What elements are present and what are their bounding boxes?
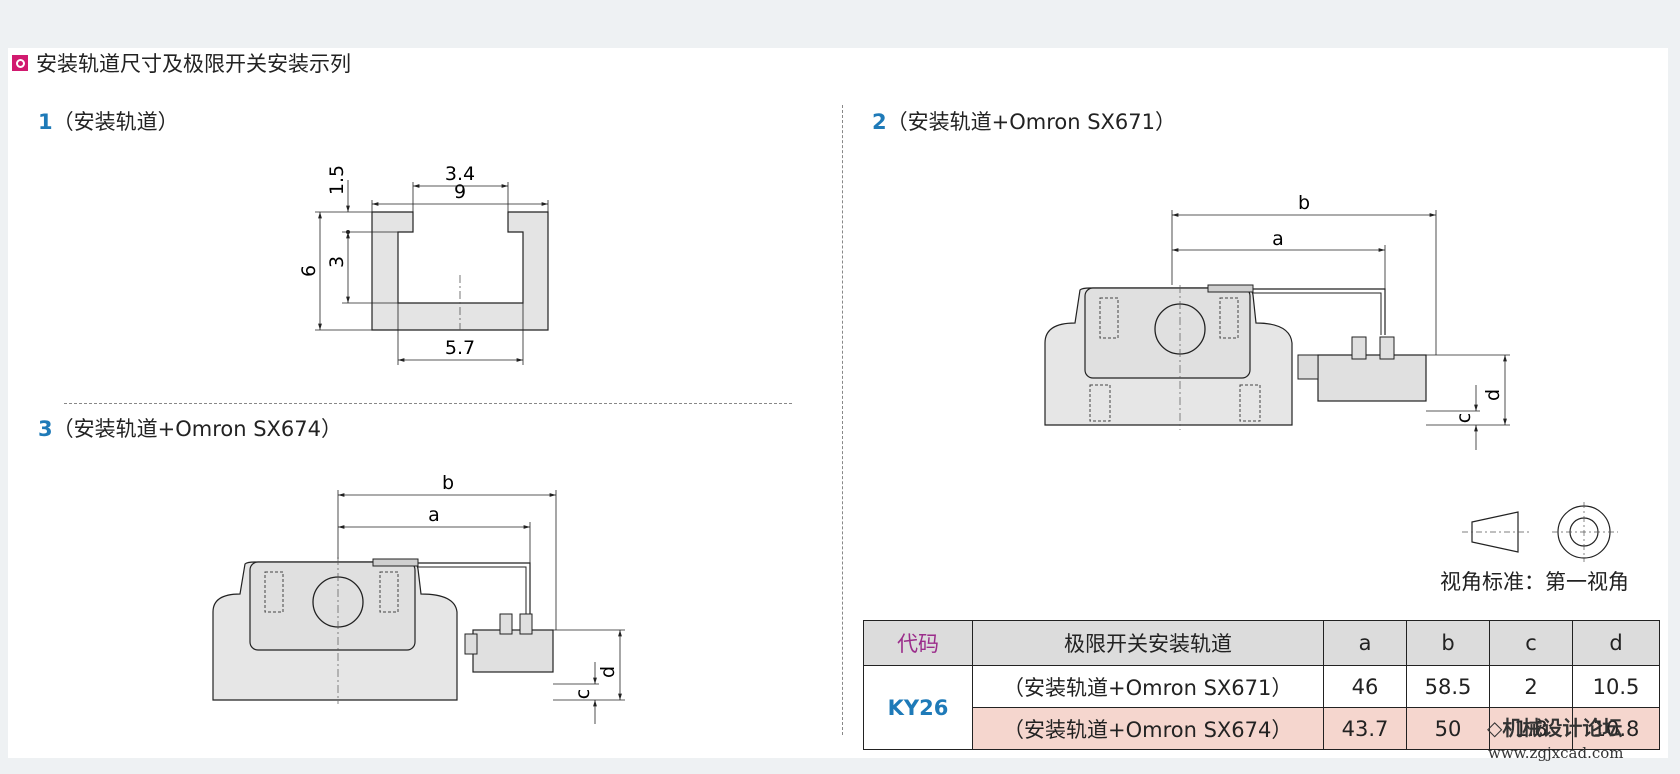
table-cell: 50 xyxy=(1406,707,1490,750)
dim-a: a xyxy=(1272,228,1284,250)
table-cell: 2 xyxy=(1489,665,1573,708)
table-cell: （安装轨道+Omron SX671） xyxy=(972,665,1324,708)
figure-2-label: 2（安装轨道+Omron SX671） xyxy=(872,106,1176,136)
assembly-sx671-drawing: b a d c xyxy=(1044,195,1510,450)
dim-b: b xyxy=(442,472,454,494)
limit-switch-sx674 xyxy=(472,629,554,673)
header-c: c xyxy=(1489,620,1573,666)
section-title: 安装轨道尺寸及极限开关安装示列 xyxy=(12,48,351,78)
dim-a: a xyxy=(428,504,440,526)
figure-1-title: （安装轨道） xyxy=(52,110,179,134)
dim-d: d xyxy=(597,666,619,678)
table-cell: 10.8 xyxy=(1572,707,1660,750)
table-cell: （安装轨道+Omron SX674） xyxy=(972,707,1324,750)
horizontal-divider xyxy=(64,403,792,404)
first-angle-projection-icon xyxy=(1462,502,1618,562)
table-cell: 46 xyxy=(1323,665,1407,708)
rail-section-drawing: 9 3.4 6 1.5 3 5.7 xyxy=(298,163,549,365)
section-title-text: 安装轨道尺寸及极限开关安装示列 xyxy=(36,52,351,76)
header-rail: 极限开关安装轨道 xyxy=(972,620,1324,666)
table-row: KY26 （安装轨道+Omron SX671） 46 58.5 2 10.5 xyxy=(863,665,1660,750)
header-b: b xyxy=(1406,620,1490,666)
figure-2-number: 2 xyxy=(872,110,887,134)
vertical-divider xyxy=(842,105,843,735)
rail-profile xyxy=(371,211,549,331)
figure-2-title: （安装轨道+Omron SX671） xyxy=(886,110,1177,134)
figure-1-label: 1（安装轨道） xyxy=(38,106,179,136)
header-code: 代码 xyxy=(863,620,973,666)
dim-1-5: 1.5 xyxy=(326,165,348,195)
dim-3-4: 3.4 xyxy=(445,163,475,185)
assembly-sx674-drawing: b a d c xyxy=(212,472,625,724)
figure-3-number: 3 xyxy=(38,417,53,441)
code-cell: KY26 xyxy=(863,665,973,750)
figure-3-label: 3（安装轨道+Omron SX674） xyxy=(38,413,342,443)
view-standard-note: 视角标准：第一视角 xyxy=(1440,570,1629,594)
table-row: （安装轨道+Omron SX674） 43.7 50 1.8 10.8 xyxy=(864,707,1660,750)
header-d: d xyxy=(1572,620,1660,666)
dim-5-7: 5.7 xyxy=(445,337,475,359)
rail-strip xyxy=(372,558,419,567)
spec-table: 代码 极限开关安装轨道 a b c d KY26 （安装轨道+Omron SX6… xyxy=(863,620,1660,750)
table-cell: 1.8 xyxy=(1489,707,1573,750)
watermark-url: www.zgjxcad.com xyxy=(1488,744,1624,762)
dim-6: 6 xyxy=(298,265,320,277)
dim-d: d xyxy=(1482,389,1504,401)
dim-b: b xyxy=(1298,195,1310,214)
table-cell: 43.7 xyxy=(1323,707,1407,750)
dim-c: c xyxy=(572,689,594,699)
figure-1-number: 1 xyxy=(38,110,53,134)
table-cell: 58.5 xyxy=(1406,665,1490,708)
limit-switch-sx671 xyxy=(1317,354,1427,402)
watermark-text: ◇机械设计论坛 xyxy=(1487,716,1623,740)
section-marker-icon xyxy=(12,55,28,71)
dim-3: 3 xyxy=(326,256,348,268)
dim-c: c xyxy=(1453,413,1475,423)
figure-3-title: （安装轨道+Omron SX674） xyxy=(52,417,343,441)
table-header-row: 代码 极限开关安装轨道 a b c d xyxy=(863,620,1660,666)
table-cell: 10.5 xyxy=(1572,665,1660,708)
rail-strip xyxy=(1207,284,1254,293)
header-a: a xyxy=(1323,620,1407,666)
